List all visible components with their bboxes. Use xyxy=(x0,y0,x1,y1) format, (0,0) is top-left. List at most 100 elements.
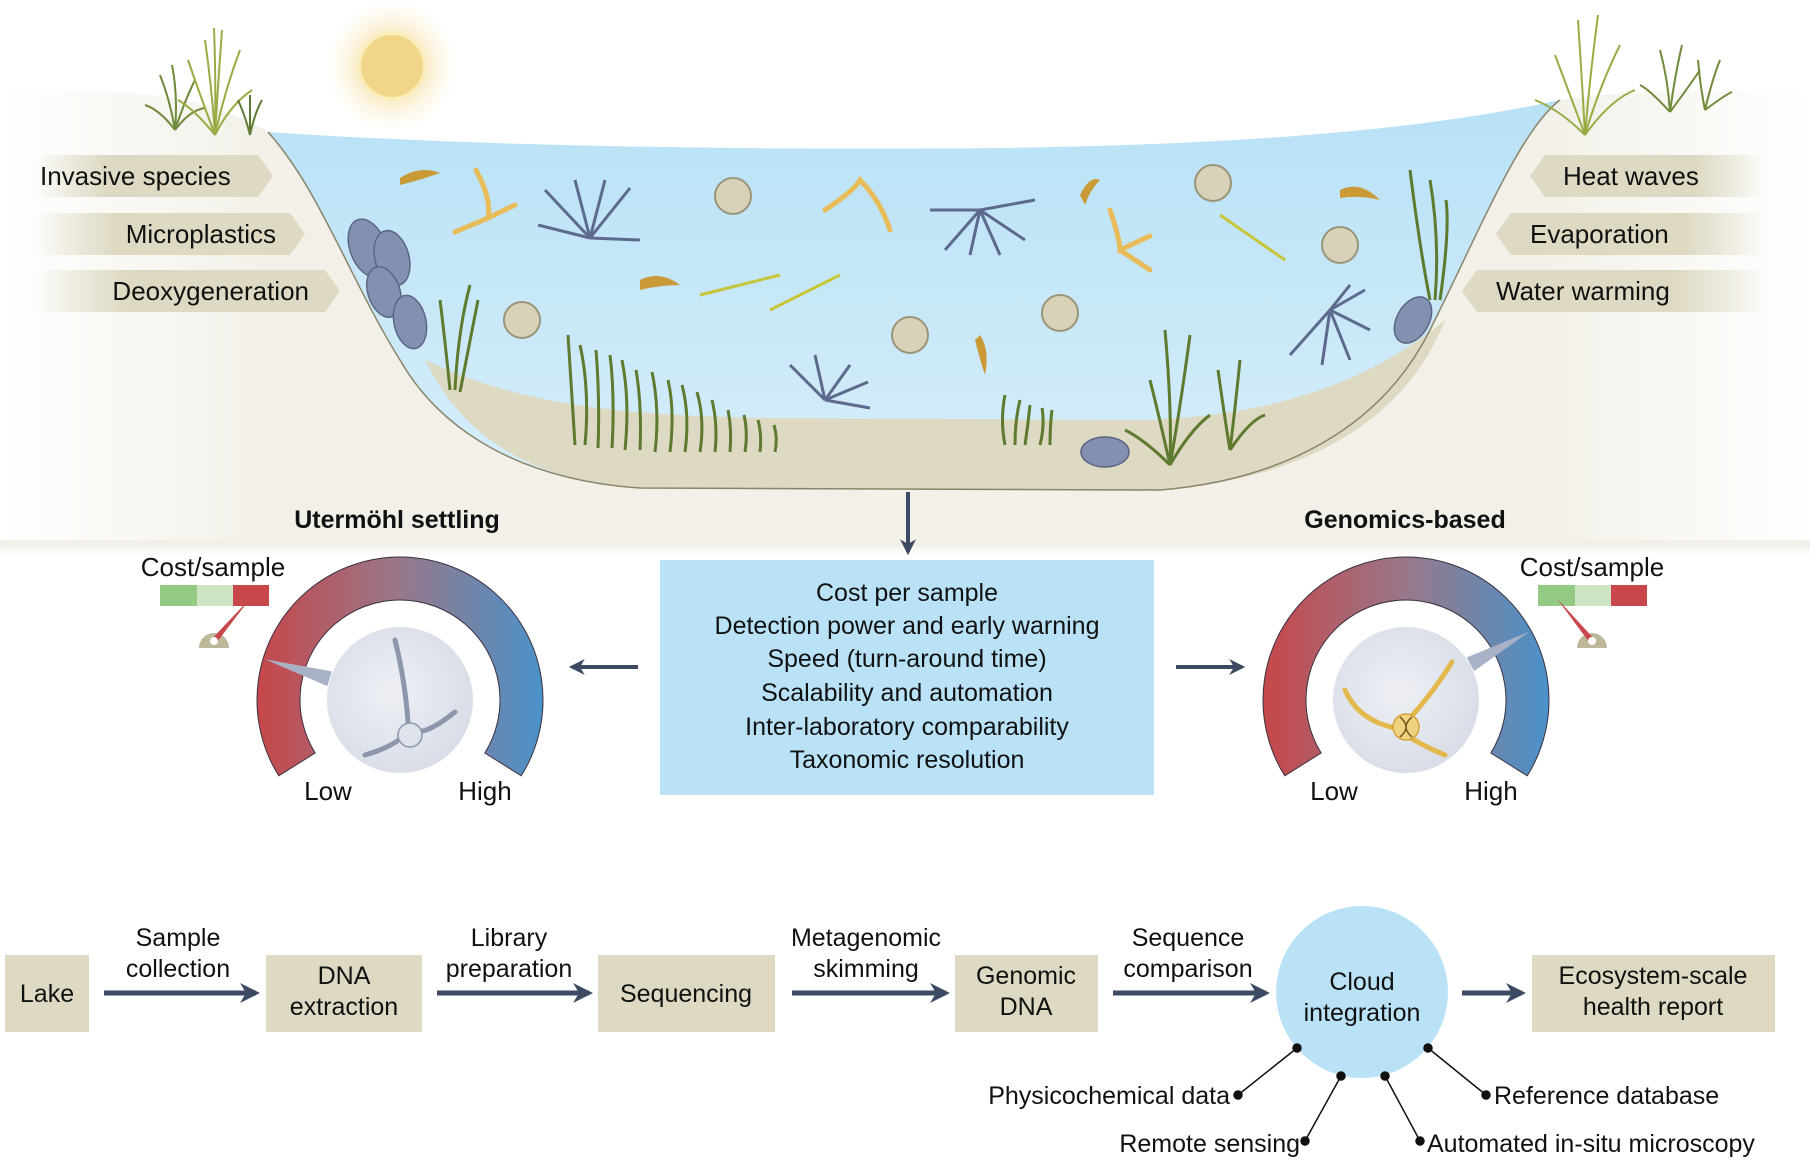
pressure-label: Invasive species xyxy=(40,161,231,191)
data-source-label: Remote sensing xyxy=(1119,1130,1300,1158)
cost-needle xyxy=(210,598,251,645)
workflow-node-dna-extraction: DNA extraction xyxy=(266,955,422,1032)
cost-bar-low xyxy=(1538,585,1575,606)
lake-outline xyxy=(267,99,1561,491)
dinoflagellate-icon xyxy=(1340,186,1380,200)
criteria-box: Cost per sample Detection power and earl… xyxy=(660,560,1154,795)
node-label: DNA xyxy=(1000,993,1053,1021)
grass-tuft-left-icon xyxy=(144,27,263,136)
pressure-label: Evaporation xyxy=(1530,219,1669,249)
node-label: Lake xyxy=(20,980,74,1008)
gauge-high-label: High xyxy=(1464,776,1517,806)
gauge-low-label: Low xyxy=(1310,776,1358,806)
asterionella-icon xyxy=(930,198,1036,256)
workflow-node-health-report: Ecosystem-scale health report xyxy=(1532,955,1775,1032)
gauge-needle xyxy=(265,659,332,687)
cost-bar-high xyxy=(233,585,269,606)
step-label: Metagenomic xyxy=(791,924,941,952)
cost-label: Cost/sample xyxy=(1520,552,1665,582)
needle-diatom-icon xyxy=(769,273,841,312)
diatom-disc-icon xyxy=(891,316,929,354)
method-title-genomics: Genomics-based xyxy=(1304,506,1505,534)
dinoflagellate-icon xyxy=(975,335,987,375)
dinoflagellate-icon xyxy=(640,276,680,290)
workflow: Lake DNA extraction Sequencing Genomic D… xyxy=(5,906,1775,1158)
pressure-arrow-microplastics: Microplastics xyxy=(35,213,305,255)
grass-tuft-right-icon xyxy=(1534,14,1733,136)
gauge-low-label: Low xyxy=(304,776,352,806)
diatom-disc-icon xyxy=(1194,164,1232,202)
pressure-arrow-deoxygeneration: Deoxygeneration xyxy=(35,270,340,312)
cost-needle-pointer xyxy=(211,598,251,643)
workflow-node-cloud-integration: Cloud integration xyxy=(1276,906,1448,1078)
workflow-node-sequencing: Sequencing xyxy=(598,955,775,1032)
cost-bar-mid xyxy=(1575,585,1611,606)
step-label: Library xyxy=(471,924,548,952)
criterion-item: Speed (turn-around time) xyxy=(767,645,1046,673)
mussel-icon xyxy=(1080,296,1433,468)
workflow-step-sequence-comparison: Sequence comparison xyxy=(1113,924,1270,1003)
data-source-automated-microscopy xyxy=(1380,1071,1425,1146)
asterionella-icon xyxy=(788,354,871,410)
step-label: Sequence xyxy=(1132,924,1245,952)
diatom-disc-icon xyxy=(714,177,752,215)
pressure-label: Microplastics xyxy=(126,219,276,249)
specimen-orb xyxy=(327,627,473,773)
pressure-label: Water warming xyxy=(1496,276,1670,306)
method-title-utermohl: Utermöhl settling xyxy=(294,506,500,534)
node-label: DNA xyxy=(318,962,371,990)
cost-bar-high xyxy=(1611,585,1647,606)
workflow-step-library-preparation: Library preparation xyxy=(437,924,593,1003)
pressure-arrow-water-warming: Water warming xyxy=(1462,270,1765,312)
gauge-arc xyxy=(1262,556,1550,777)
cost-needle-pointer xyxy=(1556,598,1595,643)
ceratium-icon xyxy=(822,175,893,233)
workflow-step-metagenomic-skimming: Metagenomic skimming xyxy=(791,924,950,1003)
diatom-disc-icon xyxy=(1041,294,1079,332)
node-label: Sequencing xyxy=(620,980,752,1008)
diatom-disc-icon xyxy=(503,301,541,339)
data-source-label: Reference database xyxy=(1494,1082,1719,1110)
cost-indicator-left: Cost/sample xyxy=(141,552,286,648)
node-label: Cloud xyxy=(1329,968,1394,996)
cost-needle xyxy=(1556,598,1596,645)
mussel-cluster-icon xyxy=(347,218,428,350)
asterionella-icon xyxy=(1288,284,1371,366)
pressure-label: Deoxygeneration xyxy=(112,276,309,306)
specimen-orb xyxy=(1333,627,1479,773)
gauge-high-label: High xyxy=(458,776,511,806)
asterionella-icon xyxy=(537,179,641,242)
sun-icon xyxy=(326,0,458,132)
cost-needle-pivot xyxy=(1588,637,1596,645)
node-label: health report xyxy=(1583,993,1723,1021)
seagrass-icon xyxy=(438,169,1449,467)
criterion-item: Scalability and automation xyxy=(761,679,1053,707)
needle-diatom-icon xyxy=(1219,213,1286,262)
ceratium-icon xyxy=(1107,207,1153,273)
node-label: extraction xyxy=(290,993,398,1021)
pressure-arrow-heat-waves: Heat waves xyxy=(1530,155,1765,197)
cost-indicator-right: Cost/sample xyxy=(1520,552,1665,648)
data-source-physicochemical xyxy=(1233,1043,1302,1100)
data-source-remote-sensing xyxy=(1300,1071,1346,1146)
lake-sediment xyxy=(425,320,1445,490)
cost-bar-low xyxy=(160,585,197,606)
step-label: collection xyxy=(126,955,230,983)
cost-label: Cost/sample xyxy=(141,552,286,582)
pressure-arrow-evaporation: Evaporation xyxy=(1496,213,1765,255)
data-source-label: Automated in-situ microscopy xyxy=(1427,1130,1755,1158)
needle-diatom-icon xyxy=(699,273,781,297)
node-label: integration xyxy=(1304,999,1421,1027)
dinoflagellate-icon xyxy=(1080,179,1100,205)
gauge-needle xyxy=(1466,631,1530,672)
performance-gauge-utermohl: Low High xyxy=(256,556,544,806)
criterion-item: Taxonomic resolution xyxy=(790,746,1025,774)
performance-gauge-genomics: Low High xyxy=(1262,556,1550,806)
data-source-label: Physicochemical data xyxy=(988,1082,1230,1110)
criterion-item: Detection power and early warning xyxy=(715,612,1100,640)
pressure-label: Heat waves xyxy=(1563,161,1699,191)
dinoflagellate-icon xyxy=(400,169,440,185)
step-label: skimming xyxy=(813,955,919,983)
criterion-item: Inter-laboratory comparability xyxy=(745,713,1069,741)
